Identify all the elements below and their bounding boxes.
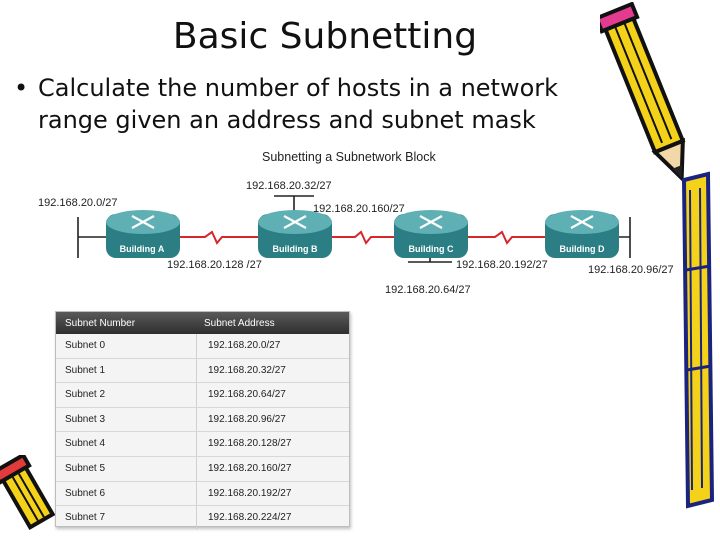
router-building-d <box>545 210 619 258</box>
network-label: 192.168.20.160/27 <box>313 203 405 215</box>
wan-link-a-b <box>175 230 258 245</box>
network-label: 192.168.20.128 /27 <box>167 259 262 271</box>
router-label-a: Building A <box>119 244 165 254</box>
table-row: Subnet 4 192.168.20.128/27 <box>56 432 349 457</box>
subnet-number-cell: Subnet 7 <box>65 512 106 524</box>
wan-link-c-d <box>467 230 545 245</box>
column-header: Subnet Address <box>204 318 275 329</box>
subnet-address-cell: 192.168.20.96/27 <box>208 413 286 425</box>
subnet-number-cell: Subnet 1 <box>65 364 106 376</box>
network-label: 192.168.20.64/27 <box>385 284 471 296</box>
subnet-number-cell: Subnet 3 <box>65 413 106 425</box>
table-row: Subnet 7 192.168.20.224/27 <box>56 506 349 530</box>
column-header: Subnet Number <box>65 318 136 329</box>
bullet-text: Calculate the number of hosts in a netwo… <box>38 74 559 134</box>
table-row: Subnet 3 192.168.20.96/27 <box>56 407 349 433</box>
pencil-icon <box>600 2 686 183</box>
subnet-number-cell: Subnet 4 <box>65 438 106 450</box>
table-row: Subnet 2 192.168.20.64/27 <box>56 383 349 408</box>
pencil-corner-icon <box>0 455 56 530</box>
table-row: Subnet 5 192.168.20.160/27 <box>56 456 349 482</box>
bullet-marker: • <box>14 74 29 102</box>
lan-line-a <box>77 217 108 258</box>
subnet-number-cell: Subnet 0 <box>65 340 106 351</box>
diagram-caption: Subnetting a Subnetwork Block <box>262 150 436 164</box>
router-label-c: Building C <box>408 244 454 254</box>
subnet-number-cell: Subnet 2 <box>65 389 106 401</box>
router-building-a <box>106 210 180 258</box>
network-label: 192.168.20.0/27 <box>38 197 118 209</box>
router-building-c <box>394 210 468 258</box>
subnet-table: Subnet Number Subnet Address Subnet 0 19… <box>55 311 350 530</box>
slide-title: Basic Subnetting <box>172 16 478 57</box>
network-label: 192.168.20.32/27 <box>246 180 332 192</box>
table-row: Subnet 6 192.168.20.192/27 <box>56 481 349 507</box>
subnet-address-cell: 192.168.20.128/27 <box>208 438 292 450</box>
table-row: Subnet 0 192.168.20.0/27 <box>56 334 349 359</box>
subnet-address-cell: 192.168.20.224/27 <box>208 512 292 524</box>
network-label: 192.168.20.96/27 <box>588 264 674 276</box>
network-label: 192.168.20.192/27 <box>456 259 548 271</box>
subnet-number-cell: Subnet 6 <box>65 487 106 499</box>
router-label-b: Building B <box>272 244 318 254</box>
subnet-address-cell: 192.168.20.0/27 <box>208 340 281 351</box>
subnet-address-cell: 192.168.20.192/27 <box>208 487 292 499</box>
pencil-side-icon <box>681 171 715 509</box>
subnet-number-cell: Subnet 5 <box>65 462 106 474</box>
table-row: Subnet 1 192.168.20.32/27 <box>56 358 349 384</box>
router-building-b <box>258 210 332 258</box>
table-header: Subnet Number Subnet Address <box>56 312 349 334</box>
subnet-address-cell: 192.168.20.64/27 <box>208 389 286 401</box>
wan-link-b-c <box>332 230 395 245</box>
subnet-address-cell: 192.168.20.160/27 <box>208 462 292 474</box>
router-label-d: Building D <box>559 244 605 254</box>
subnet-address-cell: 192.168.20.32/27 <box>208 364 286 376</box>
